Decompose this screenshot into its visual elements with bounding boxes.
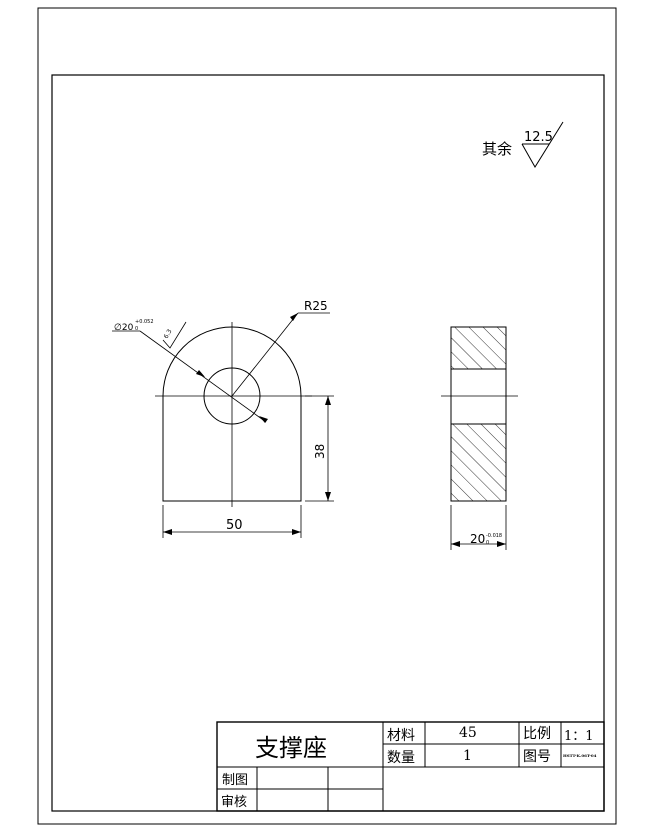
side-view <box>441 326 518 550</box>
thickness-tolerance-upper: -0.018 <box>486 533 502 539</box>
front-arrows <box>163 313 331 535</box>
hole-diameter-label: ∅20 <box>114 323 134 333</box>
side-outline <box>450 326 507 502</box>
quantity-value: 1 <box>463 748 472 764</box>
material-value: 45 <box>459 725 477 741</box>
drawing-no-value: HSTT-K.06T-04 <box>563 753 597 758</box>
drawing-no-label: 图号 <box>523 749 551 765</box>
radius-label: R25 <box>304 299 328 313</box>
thickness-tolerance-lower: 0 <box>486 540 489 546</box>
roughness-symbol: 其余 12.5 <box>482 121 564 168</box>
drawn-by-label: 制图 <box>222 773 249 788</box>
front-view <box>112 312 334 538</box>
scale-label: 比例 <box>523 726 551 742</box>
thickness-label: 20 <box>470 532 485 546</box>
front-outline <box>162 326 302 502</box>
part-name: 支撑座 <box>255 734 327 762</box>
width-label: 50 <box>226 518 243 533</box>
hole-roughness-value: 6.3 <box>163 328 174 340</box>
outer-border <box>37 7 617 825</box>
roughness-label: 其余 <box>482 140 512 158</box>
roughness-value: 12.5 <box>524 130 553 145</box>
scale-value: 1：1 <box>564 729 594 744</box>
material-label: 材料 <box>387 728 415 744</box>
side-hatch-top <box>451 327 506 369</box>
hole-tolerance-upper: +0.052 <box>135 319 154 325</box>
checked-by-label: 审核 <box>221 795 248 810</box>
side-hatch-bottom <box>451 424 506 501</box>
hole-tolerance-lower: 0 <box>135 326 138 332</box>
title-block <box>216 721 605 812</box>
height-label: 38 <box>313 444 327 459</box>
quantity-label: 数量 <box>387 750 415 766</box>
